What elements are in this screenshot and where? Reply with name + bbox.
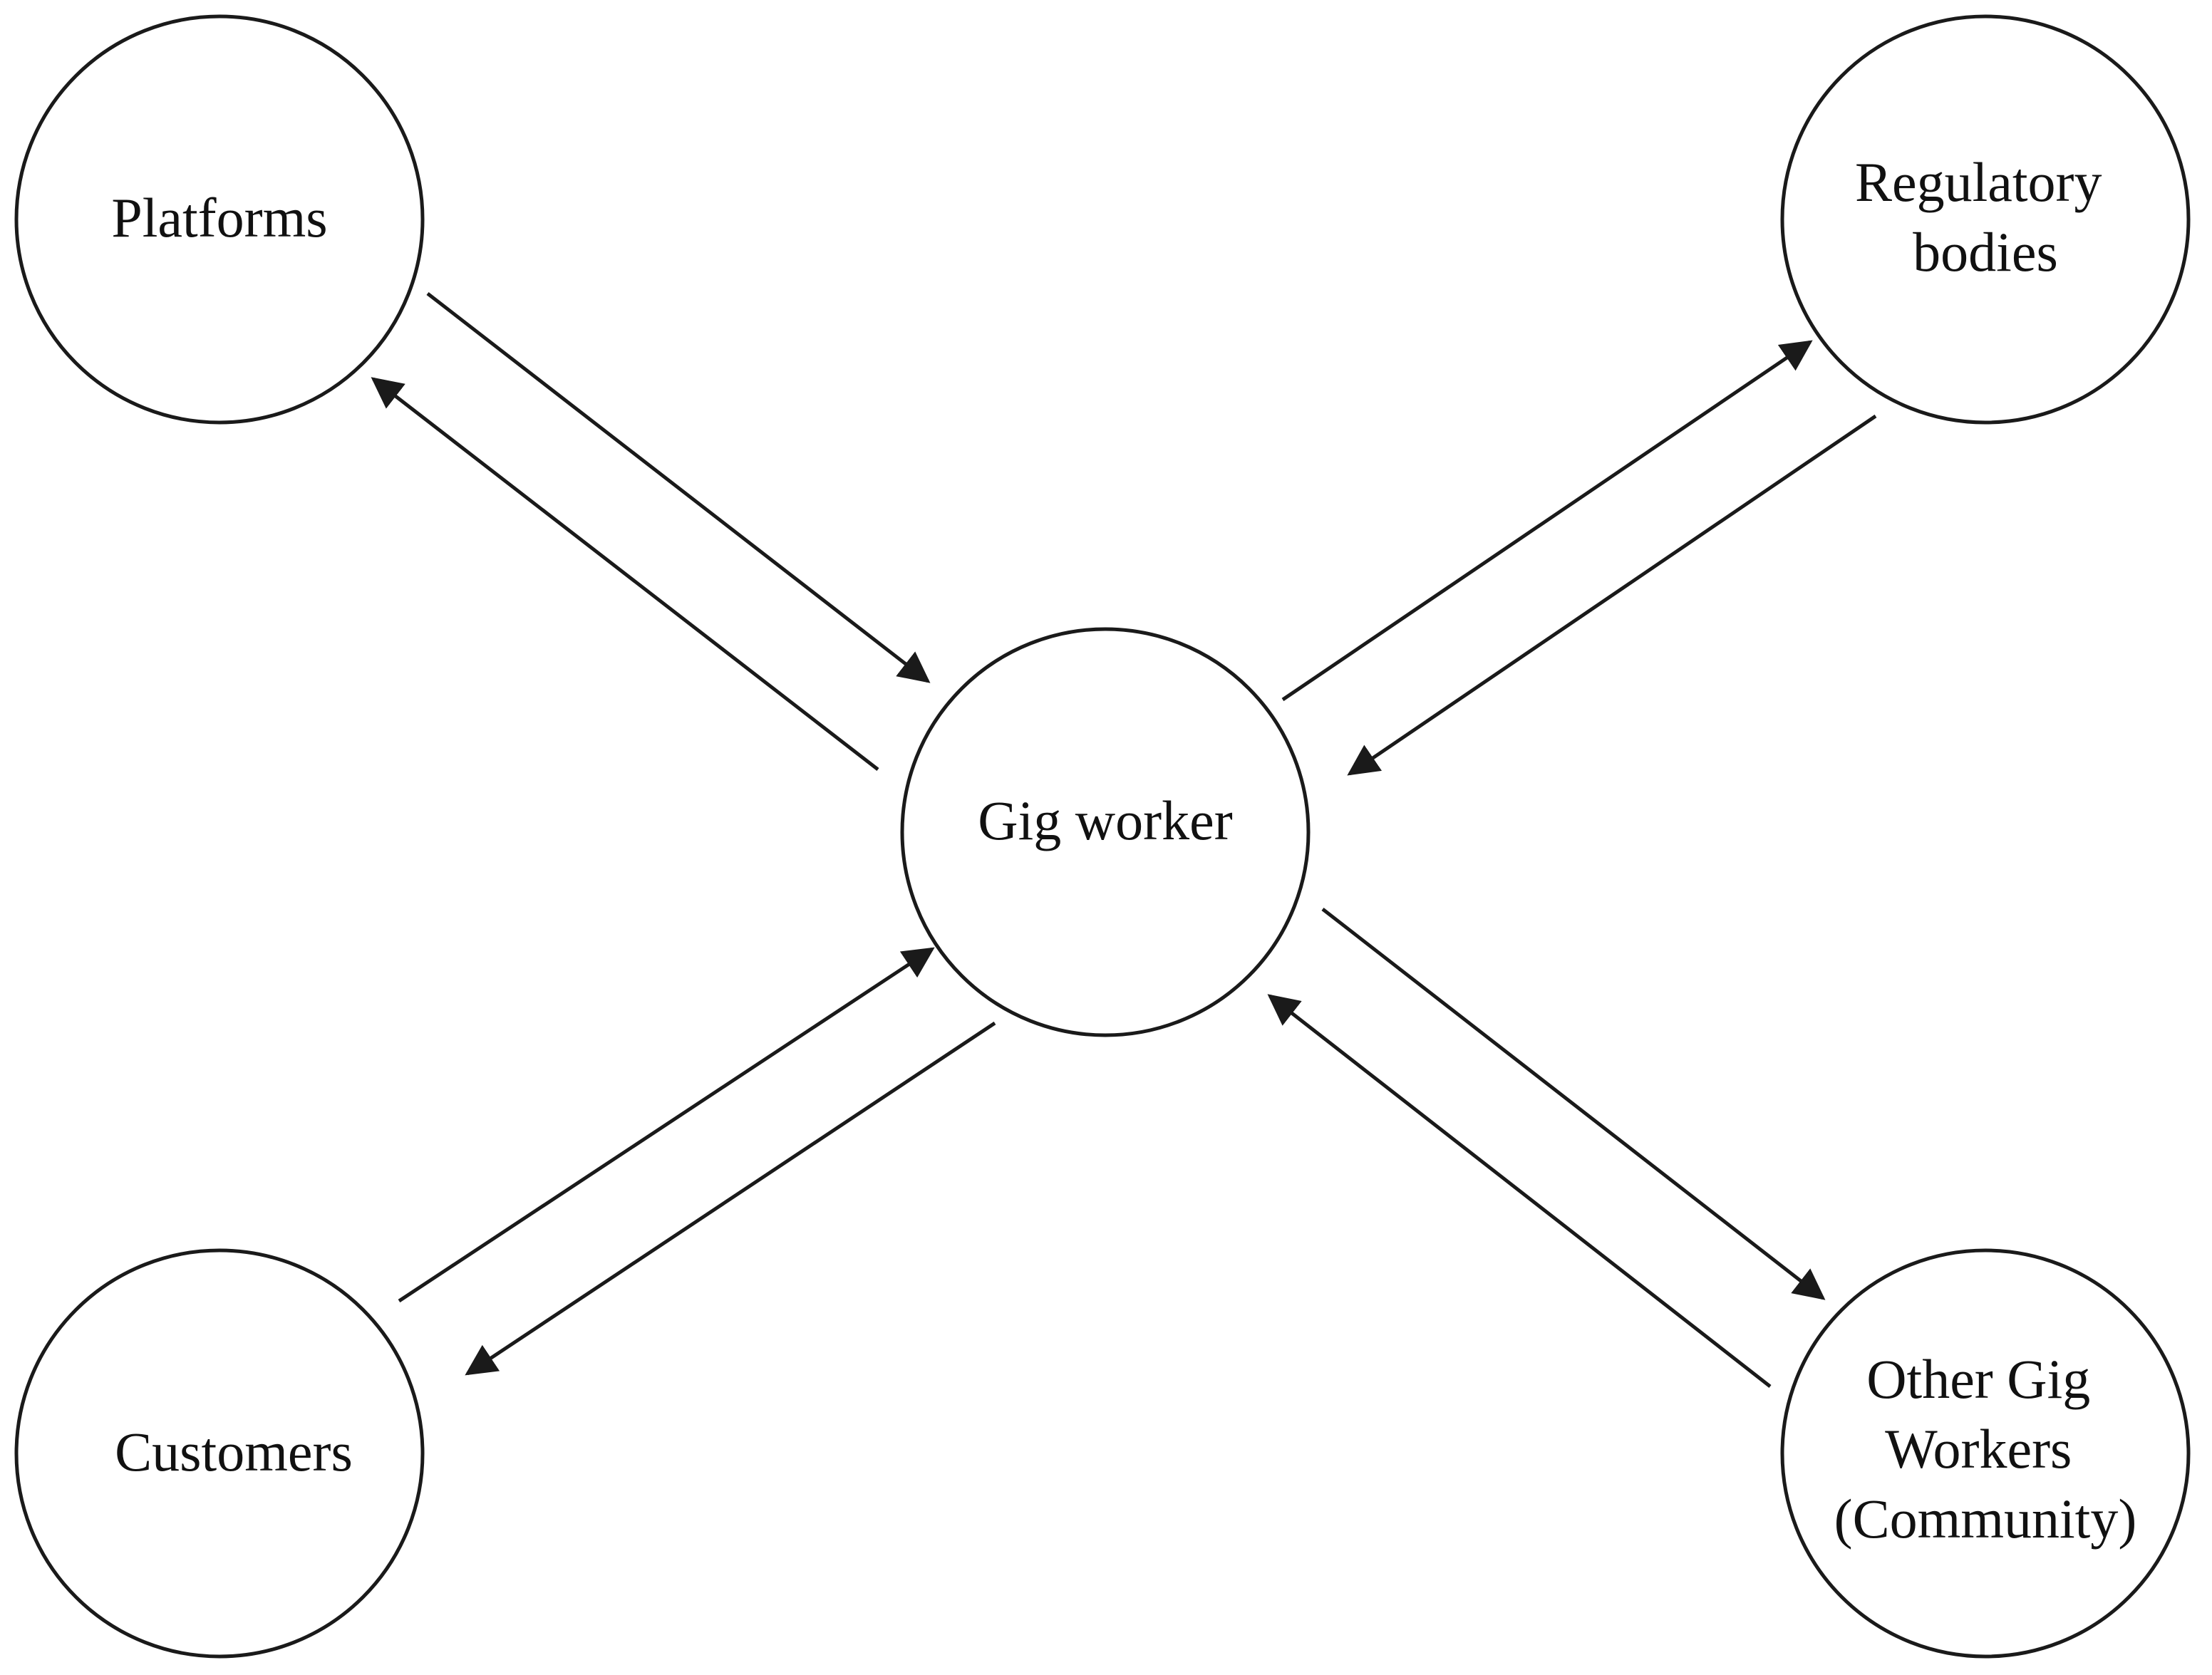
customers-circle	[14, 1248, 425, 1659]
node-gig-worker: Gig worker	[900, 627, 1311, 1037]
node-customers: Customers	[14, 1248, 425, 1659]
regulatory-bodies-label-line: bodies	[1913, 221, 2058, 283]
node-other-gig-workers: Other Gig Workers (Community)	[1780, 1248, 2191, 1659]
arrow-customers-to-gig-worker	[398, 947, 935, 1303]
arrow-gig-worker-to-other-workers	[1321, 908, 1826, 1300]
regulatory-bodies-label: Regulatory bodies	[1855, 151, 2116, 283]
platforms-label: Platforms	[111, 187, 327, 249]
other-gig-workers-label-line: Workers	[1885, 1418, 2072, 1480]
arrow-regulatory-to-gig-worker	[1347, 414, 1877, 776]
arrow-gig-worker-to-regulatory	[1281, 340, 1813, 702]
node-regulatory-bodies: Regulatory bodies	[1780, 14, 2191, 425]
regulatory-bodies-label-line: Regulatory	[1855, 151, 2102, 213]
platforms-circle	[14, 14, 425, 425]
customers-label: Customers	[115, 1421, 353, 1483]
other-gig-workers-label-line: (Community)	[1834, 1488, 2137, 1550]
arrow-platforms-to-gig-worker	[426, 292, 931, 683]
node-platforms: Platforms	[14, 14, 425, 425]
gig-worker-circle	[900, 627, 1311, 1037]
arrow-other-workers-to-gig-worker	[1267, 994, 1772, 1388]
regulatory-bodies-circle	[1780, 14, 2191, 425]
other-gig-workers-label-line: Other Gig	[1866, 1348, 2090, 1410]
edges	[371, 292, 1877, 1388]
other-gig-workers-circle	[1780, 1248, 2191, 1659]
other-gig-workers-label: Other Gig Workers (Community)	[1834, 1348, 2137, 1550]
gig-worker-label: Gig worker	[978, 789, 1232, 851]
customers-label-line: Customers	[115, 1421, 353, 1483]
gig-worker-label-line: Gig worker	[978, 789, 1232, 851]
arrow-gig-worker-to-platforms	[371, 377, 879, 771]
platforms-label-line: Platforms	[111, 187, 327, 249]
arrow-gig-worker-to-customers	[465, 1021, 996, 1376]
